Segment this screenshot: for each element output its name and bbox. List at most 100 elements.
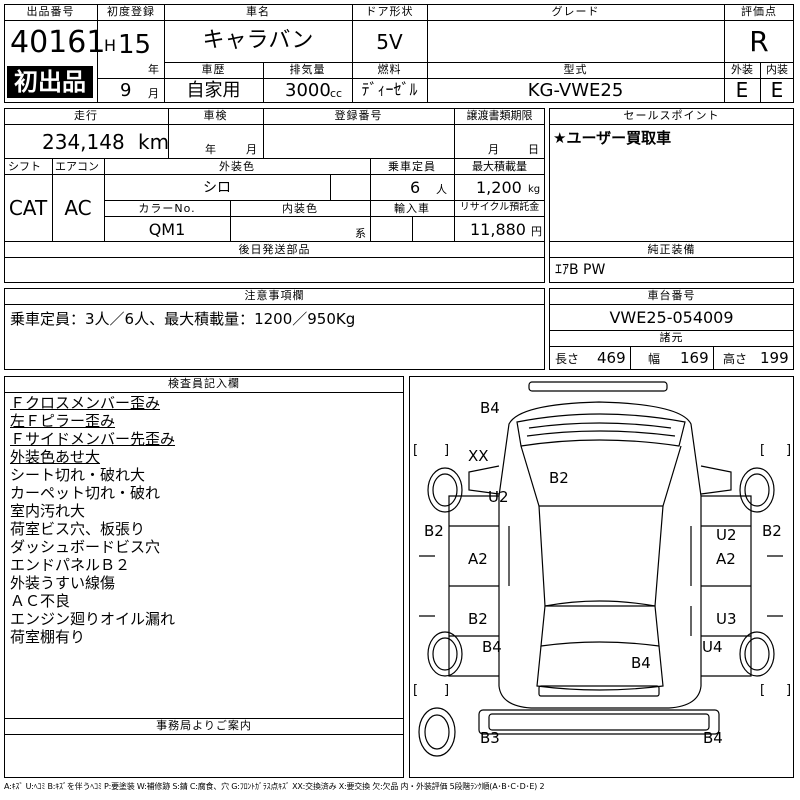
mark-left-front-door: U2 xyxy=(488,488,509,506)
plate-label: 登録番号 xyxy=(334,109,383,122)
vehicle-details-block xyxy=(4,108,545,283)
right-rear-bracket-close: ] xyxy=(786,683,792,698)
reg-year: 15 xyxy=(118,30,152,60)
damage-diagram-box xyxy=(409,376,794,778)
model-code: KG-VWE25 xyxy=(527,80,624,101)
right-rear-bracket-open: [ xyxy=(760,683,766,698)
inspector-line: Ｆクロスメンバー歪み xyxy=(10,394,161,412)
width-value: 169 xyxy=(680,349,709,367)
mark-rear-left: B3 xyxy=(480,729,500,747)
inspector-label: 検査員記入欄 xyxy=(168,377,240,390)
shift-value: CAT xyxy=(8,196,48,220)
selling-points-box xyxy=(549,108,794,283)
color-no-label: カラーNo. xyxy=(138,202,196,215)
length-label: 長さ xyxy=(555,352,580,366)
inspector-box xyxy=(4,376,404,778)
inspector-line: ダッシュボードビス穴 xyxy=(10,538,161,556)
import-label: 輸入車 xyxy=(394,202,430,215)
chassis-label: 車台番号 xyxy=(647,289,696,302)
legend-text: A:ｷｽﾞ U:ﾍｺﾐ B:ｷｽﾞを伴うﾍｺﾐ P:要塗装 W:補修跡 S:錆 … xyxy=(4,782,545,791)
color-no-value: QM1 xyxy=(148,220,186,239)
header-block xyxy=(4,4,794,103)
door-label: ドア形状 xyxy=(365,5,414,18)
length-value: 469 xyxy=(597,349,626,367)
mark-hood: B2 xyxy=(549,469,569,487)
max-load-unit: kg xyxy=(528,184,541,195)
left-rear-bracket-close: ] xyxy=(444,683,450,698)
mark-roof-rear: B4 xyxy=(631,654,651,672)
int-grade: E xyxy=(770,78,784,102)
mark-left-rear-fender: B4 xyxy=(482,638,502,656)
transfer-day-unit: 日 xyxy=(528,143,539,156)
model-name: キャラバン xyxy=(202,28,314,53)
mileage-value: 234,148 xyxy=(42,130,125,154)
model-code-label: 型式 xyxy=(563,63,588,76)
inspection-year-unit: 年 xyxy=(205,143,216,156)
fuel-label: 燃料 xyxy=(377,63,402,76)
inspector-line: 外装色あせ大 xyxy=(10,448,101,466)
right-front-bracket-close: ] xyxy=(786,443,792,458)
later-parts-label: 後日発送部品 xyxy=(238,243,311,256)
mark-left-side-panel: B2 xyxy=(424,522,444,540)
capacity-value: 6 xyxy=(410,178,421,197)
first-listing-badge: 初出品 xyxy=(7,66,93,98)
history-value: 自家用 xyxy=(186,80,241,101)
recycle-value: 11,880 xyxy=(470,220,526,239)
era-prefix: H xyxy=(104,36,117,55)
grade-label: グレード xyxy=(551,5,600,18)
int-color-unit: 系 xyxy=(355,227,366,240)
door-type: 5V xyxy=(376,30,403,54)
overall-score: R xyxy=(749,25,769,58)
ext-color-label: 外装色 xyxy=(219,160,255,173)
mark-right-front-door: U2 xyxy=(716,526,737,544)
inspector-line: エンジン廻りオイル漏れ xyxy=(10,610,176,628)
mark-left-slide-door: A2 xyxy=(468,550,488,568)
max-load-label: 最大積載量 xyxy=(472,160,527,173)
inspector-line: 荷室ビス穴、板張り xyxy=(10,520,146,538)
max-load-value: 1,200 xyxy=(476,178,522,197)
ext-color-value: シロ xyxy=(203,180,231,196)
mark-right-rear-fender: U4 xyxy=(702,638,723,656)
selling-points-text: ★ユーザー買取車 xyxy=(553,129,672,147)
mark-left-front-fender: XX xyxy=(468,447,489,465)
shift-label: シフト xyxy=(8,160,41,173)
selling-points-label: セールスポイント xyxy=(623,109,720,122)
left-rear-bracket-open: [ xyxy=(413,683,419,698)
left-front-bracket-open: [ xyxy=(413,443,419,458)
ac-label: エアコン xyxy=(55,160,99,173)
capacity-unit: 人 xyxy=(436,183,447,196)
inspector-line: エンドパネルＢ２ xyxy=(10,556,131,574)
notes-text: 乗車定員：3人／6人、最大積載量：1200／950Kg xyxy=(10,310,356,328)
height-value: 199 xyxy=(760,349,789,367)
chassis-number: VWE25-054009 xyxy=(609,308,734,327)
capacity-label: 乗車定員 xyxy=(388,160,436,173)
first-reg-label: 初度登録 xyxy=(107,5,155,18)
chassis-box xyxy=(549,288,794,370)
recycle-label: リサイクル預託金 xyxy=(459,202,540,213)
genuine-equip-text: ｴｱB PW xyxy=(555,262,606,278)
displacement-label: 排気量 xyxy=(289,63,326,76)
office-notice-label: 事務局よりご案内 xyxy=(156,719,252,732)
right-front-bracket-open: [ xyxy=(760,443,766,458)
mark-right-side-panel: B2 xyxy=(762,522,782,540)
width-label: 幅 xyxy=(648,352,661,366)
mark-right-slide-door: A2 xyxy=(716,550,736,568)
mark-rear-right: B4 xyxy=(703,729,723,747)
inspector-line: 室内汚れ大 xyxy=(10,502,86,520)
int-grade-label: 内装 xyxy=(766,63,788,76)
dims-label: 諸元 xyxy=(659,331,684,344)
score-label: 評価点 xyxy=(741,5,777,18)
inspector-line: 左Ｆピラー歪み xyxy=(10,412,116,430)
height-label: 高さ xyxy=(723,352,748,366)
notes-box xyxy=(4,288,545,370)
displacement-value: 3000 xyxy=(285,80,331,101)
inspector-line: Ｆサイドメンバー先歪み xyxy=(10,430,176,448)
transfer-month-unit: 月 xyxy=(488,143,499,156)
inspector-line: 荷室棚有り xyxy=(10,628,86,646)
mileage-unit: km xyxy=(138,130,170,154)
reg-year-unit: 年 xyxy=(148,63,159,76)
ext-grade: E xyxy=(735,78,749,102)
displacement-unit: cc xyxy=(330,87,343,100)
reg-month-unit: 月 xyxy=(148,87,159,100)
transfer-label: 譲渡書類期限 xyxy=(466,109,533,122)
